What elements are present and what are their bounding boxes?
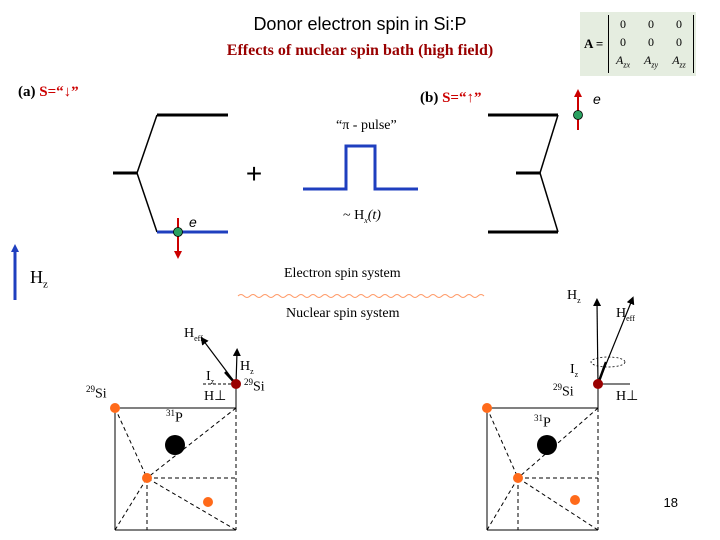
level-diagram-right: [488, 113, 559, 234]
silicon-29-atom-left: [231, 379, 241, 389]
p31-label-left: 31P: [166, 408, 183, 426]
level-diagram-left: [113, 113, 228, 234]
page-subtitle: Effects of nuclear spin bath (high field…: [226, 42, 494, 59]
silicon-atom: [142, 473, 152, 483]
h-perp-label-right: H⊥: [616, 389, 639, 404]
i-z-label-right: Iz: [570, 362, 579, 379]
matrix-grid: 0 0 0 0 0 0 Azx Azy Azz: [608, 15, 694, 73]
matrix-cell: Azz: [672, 53, 686, 70]
si29-label-far-left: 29Si: [86, 384, 107, 402]
pulse-label: “π - pulse”: [336, 118, 397, 133]
pi-pulse: [303, 144, 418, 191]
matrix-cell: 0: [648, 17, 654, 31]
precession-ellipse: [590, 356, 626, 368]
h-eff-label-right: Heff: [616, 306, 635, 323]
electron-label-left: e: [189, 214, 197, 230]
system-separator: [237, 294, 485, 298]
panel-a-label: (a) S=“↓”: [18, 84, 79, 100]
nuclear-spin-vectors-right: [590, 296, 635, 408]
matrix-cell: Azx: [615, 53, 630, 70]
silicon-atom: [482, 403, 492, 413]
matrix-cell: 0: [648, 35, 654, 49]
silicon-atom: [203, 497, 213, 507]
pulse-formula: ~ Hx(t): [343, 208, 381, 225]
crystal-cube-right: [486, 407, 599, 531]
plus-sign: +: [246, 158, 262, 189]
matrix-cell: 0: [676, 17, 682, 31]
nuclear-spin-vectors-left: [200, 336, 241, 408]
h-z-label-left: Hz: [240, 359, 254, 376]
matrix-label: A =: [584, 36, 604, 51]
silicon-atom: [513, 473, 523, 483]
si29-label-left: 29Si: [244, 377, 265, 395]
nuclear-system-label: Nuclear spin system: [286, 306, 400, 321]
electron-spin-down: [173, 218, 183, 259]
h-perp-label-left: H⊥: [204, 389, 227, 404]
hyperfine-matrix: A = 0 0 0 0 0 0 Azx Azy Azz: [580, 12, 696, 76]
electron-label-right: e: [593, 91, 601, 107]
page-number: 18: [663, 495, 678, 510]
i-z-label-left: Iz: [206, 369, 215, 386]
matrix-cell: 0: [676, 35, 682, 49]
panel-b-label: (b) S=“↑”: [420, 90, 482, 106]
page-title: Donor electron spin in Si:P: [253, 14, 467, 34]
p31-label-right: 31P: [534, 413, 551, 431]
field-label: Hz: [30, 267, 48, 291]
silicon-29-atom-right: [593, 379, 603, 389]
electron-system-label: Electron spin system: [284, 266, 401, 281]
phosphorus-atom-right: [537, 435, 557, 455]
electron-spin-up: [573, 89, 583, 130]
matrix-cell: 0: [620, 17, 626, 31]
matrix-cell: Azy: [643, 53, 658, 70]
h-z-label-right: Hz: [567, 288, 581, 305]
h-eff-label-left: Heff: [184, 326, 203, 343]
crystal-cube-left: [114, 407, 237, 531]
silicon-atom: [570, 495, 580, 505]
si29-label-right: 29Si: [553, 382, 574, 400]
silicon-atom: [110, 403, 120, 413]
phosphorus-atom-left: [165, 435, 185, 455]
matrix-cell: 0: [620, 35, 626, 49]
